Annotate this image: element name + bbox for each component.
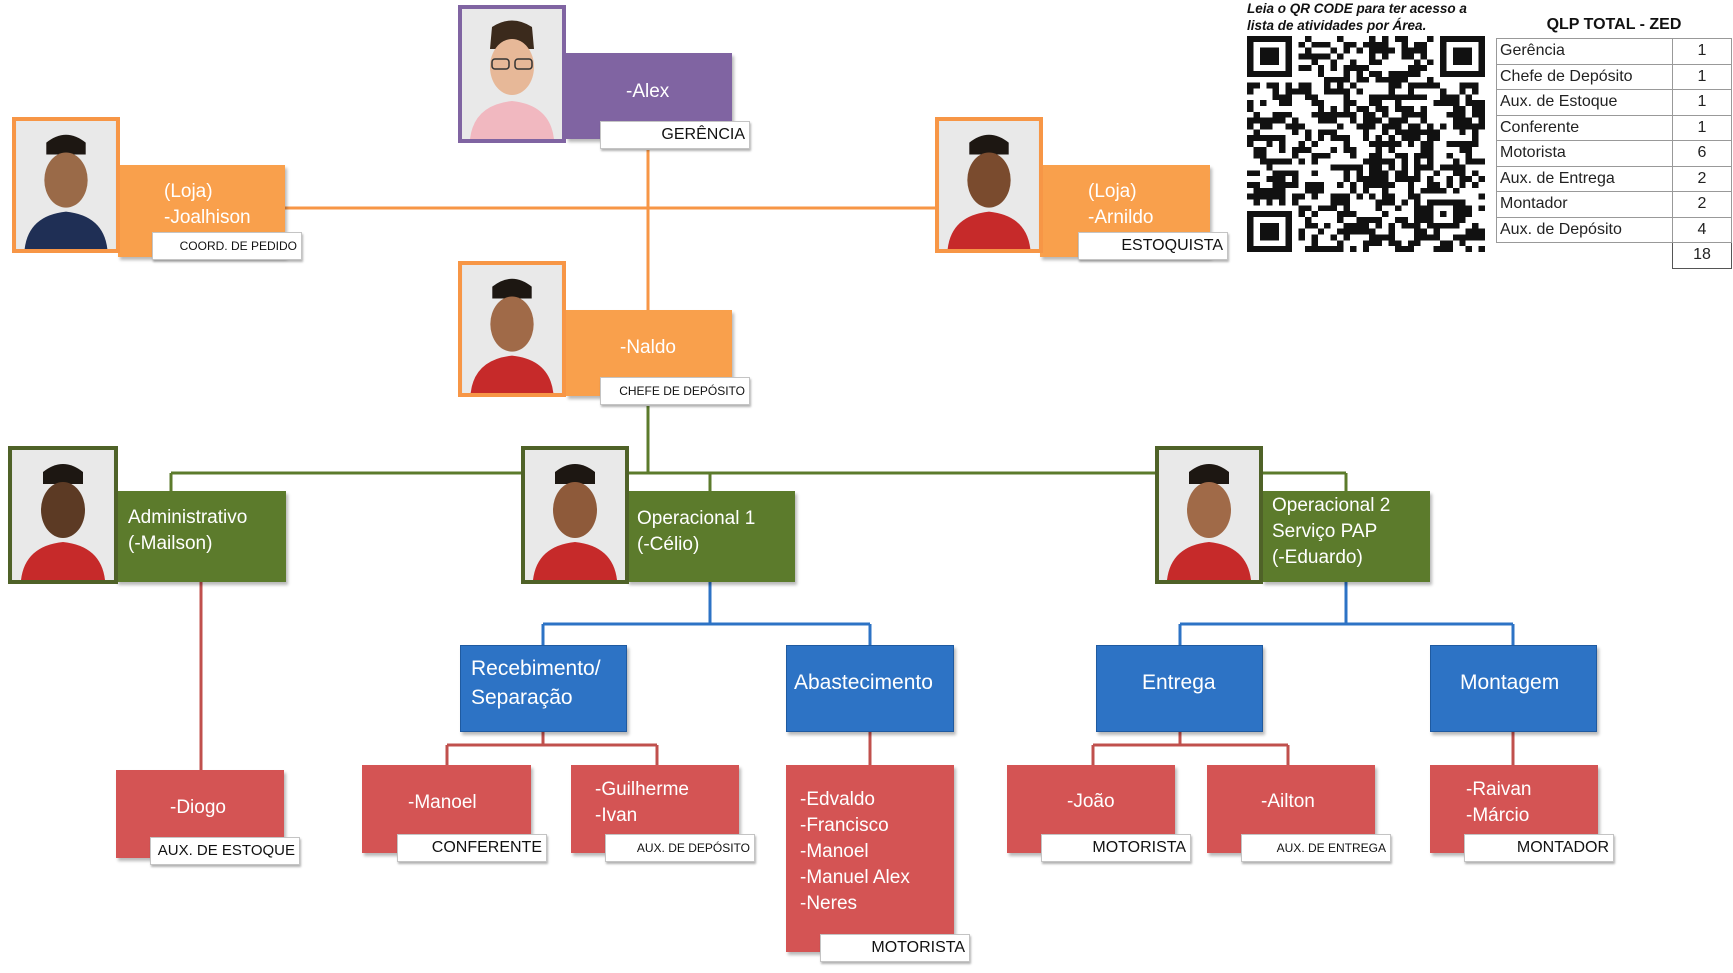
node-administrativo: Administrativo (-Mailson) [116,491,286,582]
qlp-row-label: Gerência [1496,38,1673,65]
node-arnildo-name: (Loja) -Arnildo [1088,181,1154,228]
node-operacional-1-label: Operacional 1 (-Célio) [637,508,756,555]
node-naldo-name: -Naldo [620,337,676,358]
orange-connectors [285,150,1040,315]
photo-alex [458,5,566,143]
role-badge-estoquista: ESTOQUISTA [1078,232,1228,260]
qlp-total-spacer [1497,243,1673,269]
role-badge-conferente: CONFERENTE [397,834,547,862]
team-manoel-names: -Manoel [408,792,477,813]
role-badge-motorista-entrega: MOTORISTA [1041,834,1191,862]
node-operacional-2: Operacional 2 Serviço PAP (-Eduardo) [1262,491,1430,582]
blue-connectors [541,582,1515,645]
area-abastecimento: Abastecimento [786,645,954,732]
photo-naldo [458,261,566,397]
photo-joalhison [12,117,120,253]
area-recebimento-separacao: Recebimento/ Separação [460,645,627,732]
role-badge-coord-de-pedido: COORD. DE PEDIDO [152,232,302,260]
qlp-row-label: Aux. de Estoque [1496,89,1673,116]
qlp-row-value: 2 [1672,191,1732,218]
qlp-total-row: 18 [1497,242,1732,269]
qlp-row-label: Chefe de Depósito [1496,63,1673,90]
qlp-row-value: 2 [1672,165,1732,192]
photo-mailson [8,446,118,584]
qlp-total-value: 18 [1672,242,1732,269]
area-entrega-label: Entrega [1142,671,1216,694]
photo-eduardo [1155,446,1263,584]
node-operacional-2-label: Operacional 2 Serviço PAP (-Eduardo) [1272,495,1391,568]
role-badge-montador: MONTADOR [1464,834,1614,862]
green-connectors [169,406,1348,491]
node-alex-name: -Alex [626,81,670,102]
qlp-row-value: 4 [1672,216,1732,243]
photo-celio [521,446,629,584]
team-abastecimento-names: -Edvaldo -Francisco -Manoel -Manuel Alex… [800,789,910,914]
photo-arnildo [935,117,1043,253]
qlp-row-value: 1 [1672,114,1732,141]
qlp-row-label: Aux. de Entrega [1496,165,1673,192]
qr-instructions-line-2: lista de atividades por Área. [1247,18,1427,33]
role-badge-aux-de-deposito: AUX. DE DEPÓSITO [605,834,755,862]
qlp-row-value: 1 [1672,89,1732,116]
team-abastecimento: -Edvaldo -Francisco -Manoel -Manuel Alex… [786,765,954,952]
qlp-title: QLP TOTAL - ZED [1546,16,1682,33]
team-joao-names: -João [1067,791,1115,812]
qr-code[interactable] [1247,36,1485,252]
qlp-row-label: Motorista [1496,140,1673,167]
team-ailton-names: -Ailton [1261,791,1315,812]
role-badge-motorista-abastecimento: MOTORISTA [820,934,970,962]
qr-instructions-line-1: Leia o QR CODE para ter acesso a [1247,1,1467,16]
team-guilherme-names: -Guilherme -Ivan [595,779,689,826]
role-badge-chefe-de-deposito: CHEFE DE DEPÓSITO [600,377,750,405]
qlp-row-label: Conferente [1496,114,1673,141]
team-diogo-names: -Diogo [170,797,226,818]
node-joalhison-name: (Loja) -Joalhison [164,181,251,228]
role-badge-aux-de-entrega: AUX. DE ENTREGA [1241,834,1391,862]
qlp-row-value: 1 [1672,38,1732,65]
qlp-row-label: Montador [1496,191,1673,218]
qlp-row-value: 6 [1672,140,1732,167]
area-montagem: Montagem [1430,645,1597,732]
area-recebimento-label: Recebimento/ Separação [471,657,601,709]
area-montagem-label: Montagem [1460,671,1560,694]
node-operacional-1: Operacional 1 (-Célio) [627,491,795,582]
qr-instructions: Leia o QR CODE para ter acesso a lista d… [1247,0,1487,34]
area-abastecimento-label: Abastecimento [794,671,933,694]
area-entrega: Entrega [1096,645,1263,732]
role-badge-aux-de-estoque: AUX. DE ESTOQUE [150,837,300,865]
qlp-row-label: Aux. de Depósito [1496,216,1673,243]
red-connectors [199,582,1515,770]
team-raivan-names: -Raivan -Márcio [1466,779,1532,826]
node-administrativo-label: Administrativo (-Mailson) [128,507,248,554]
qlp-row-value: 1 [1672,63,1732,90]
role-badge-gerencia: GERÊNCIA [600,121,750,149]
